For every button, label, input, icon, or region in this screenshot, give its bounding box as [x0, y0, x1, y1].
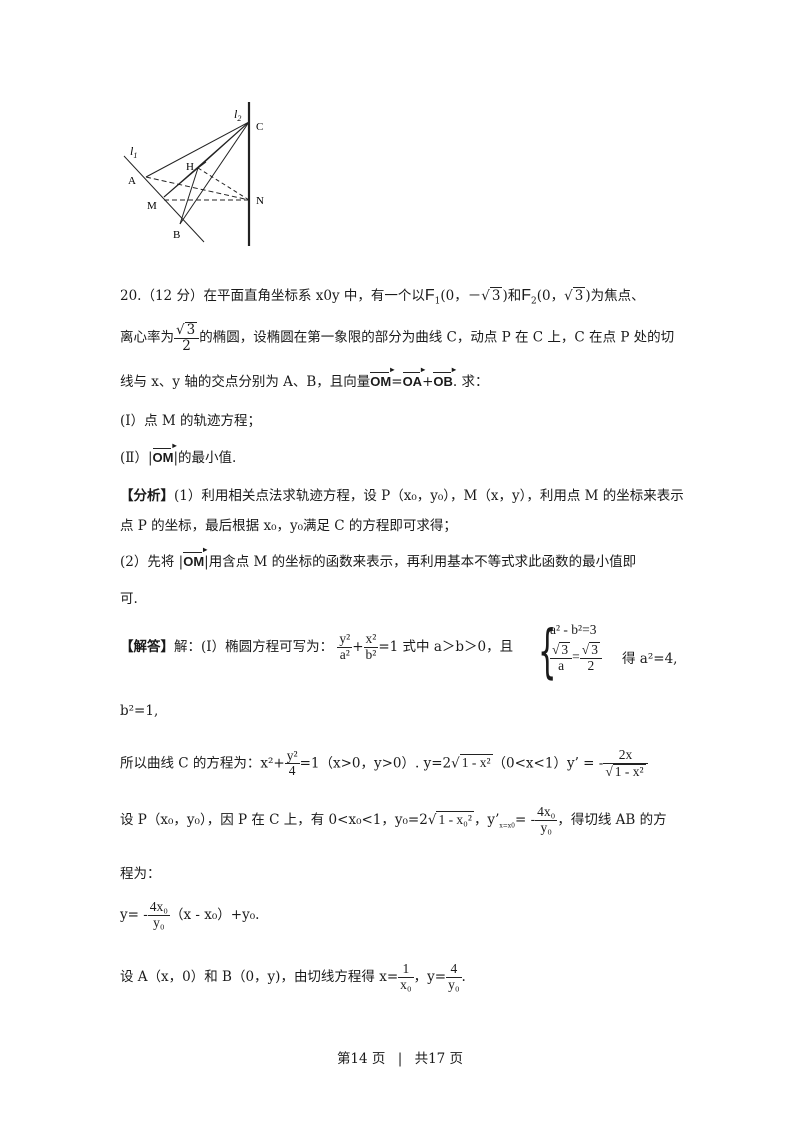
solution-line-5: 程为： — [120, 866, 161, 882]
geometry-figure: l1 l2 A B C H M N — [123, 102, 264, 246]
line-l1 — [123, 155, 205, 243]
segment-BC — [179, 121, 250, 225]
solution-line-4: 设 P（x₀，y₀），因 P 在 C 上，有 0<x₀<1，y₀=2√1 - x… — [120, 804, 667, 835]
solution-line-1-end: 得 a²=4, — [622, 651, 678, 667]
solution-line-2: b²=1, — [120, 703, 159, 719]
problem-part-2: (Ⅱ）|OM|的最小值. — [120, 441, 236, 466]
label-H: H — [186, 161, 194, 173]
segment-HB — [179, 167, 199, 225]
segment-H-to-l1 — [197, 161, 207, 169]
problem-line-1: 20.（12 分）在平面直角坐标系 x0y 中，有一个以F1(0，－√3)和F2… — [120, 287, 645, 307]
analysis-line-2: 点 P 的坐标，最后根据 x₀，y₀满足 C 的方程即可求得； — [120, 518, 457, 534]
problem-line-3: 线与 x、y 轴的交点分别为 A、B，且向量OM=OA+OB. 求： — [120, 365, 488, 390]
problem-part-1: (Ⅰ）点 M 的轨迹方程； — [120, 413, 262, 429]
segment-HN — [197, 167, 250, 201]
analysis-line-3: (2）先将 |OM|用含点 M 的坐标的函数来表示，再利用基本不等式求此函数的最… — [120, 545, 636, 570]
label-A: A — [128, 175, 136, 187]
page-footer: 第14 页 | 共17 页 — [0, 1047, 800, 1067]
label-M: M — [147, 200, 157, 212]
label-l1: l1 — [130, 144, 137, 160]
segment-HM — [163, 167, 199, 198]
analysis-line-4: 可. — [120, 591, 138, 607]
label-C: C — [256, 121, 263, 133]
analysis-line-1: 【分析】(1）利用相关点法求轨迹方程，设 P（x₀，y₀），M（x，y），利用点… — [120, 488, 684, 504]
label-N: N — [256, 195, 264, 207]
segment-AN — [145, 176, 250, 201]
footer-separator: | — [397, 1051, 403, 1067]
label-l2: l2 — [234, 107, 241, 123]
label-B: B — [173, 229, 180, 241]
page-number: 第14 页 — [336, 1051, 386, 1067]
segment-AC — [145, 121, 250, 178]
page-total: 共17 页 — [414, 1051, 464, 1067]
